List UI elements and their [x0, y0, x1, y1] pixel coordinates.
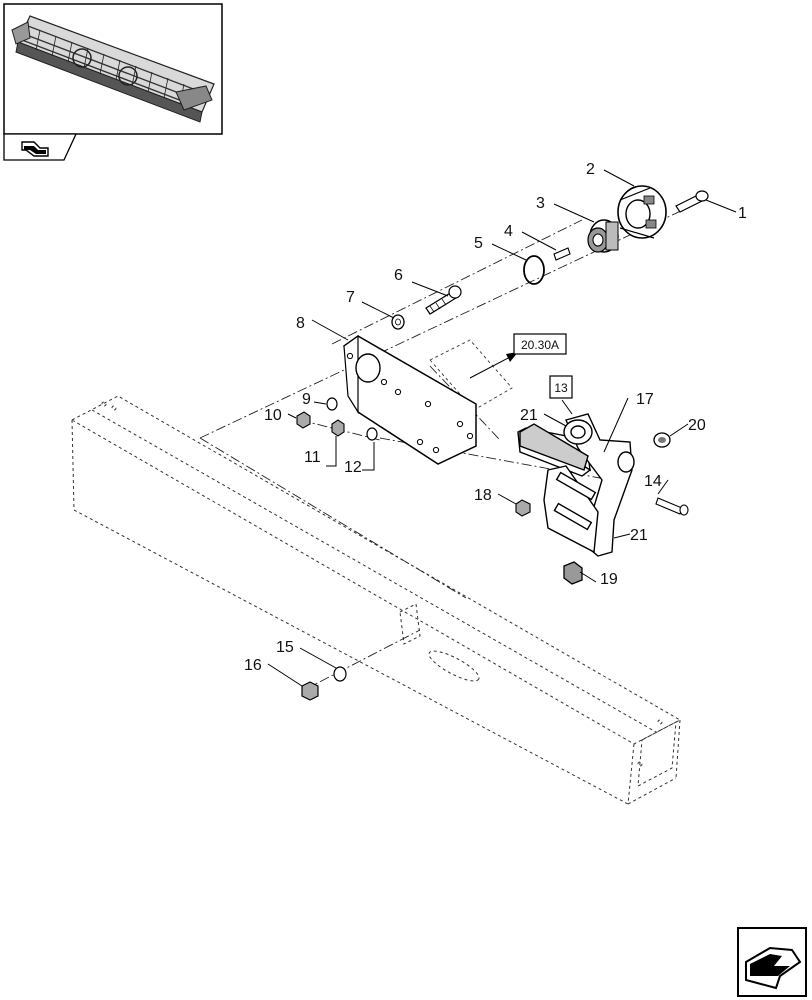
callout-1: 1 — [738, 205, 747, 222]
callout-12: 12 — [344, 459, 362, 476]
phantom-beam — [70, 395, 682, 805]
section-ref-box[interactable]: 20.30A — [513, 333, 567, 355]
callout-4: 4 — [504, 223, 513, 240]
callout-21-lower: 21 — [630, 527, 648, 544]
callout-21-upper: 21 — [520, 407, 538, 424]
callout-3: 3 — [536, 195, 545, 212]
part-10-nut — [296, 411, 311, 429]
section-ref-arrow — [469, 352, 518, 379]
part-14-bolt — [655, 497, 689, 516]
header-thumbnail-icon — [11, 15, 215, 123]
part-19-nut — [563, 561, 583, 585]
thumbnail-panel — [3, 3, 223, 135]
callout-8: 8 — [296, 315, 305, 332]
part-11-nut — [331, 419, 345, 437]
boxed-item-13-label: 13 — [554, 381, 568, 395]
part-5-snap-ring — [523, 255, 545, 285]
phantom-outline — [429, 339, 513, 411]
part-17-bracket — [517, 413, 635, 557]
part-8-mounting-plate — [343, 334, 477, 465]
part-20-cap-screw — [653, 432, 671, 448]
callout-16: 16 — [244, 657, 262, 674]
callout-6: 6 — [394, 267, 403, 284]
next-page-button[interactable] — [737, 927, 807, 997]
part-16-nut — [301, 681, 319, 701]
callout-20: 20 — [688, 417, 706, 434]
part-3-bearing — [587, 219, 619, 253]
callout-5: 5 — [474, 235, 483, 252]
callout-9: 9 — [302, 391, 311, 408]
part-15-washer — [333, 666, 347, 682]
callout-15: 15 — [276, 639, 294, 656]
callout-19: 19 — [600, 571, 618, 588]
section-ref-label: 20.30A — [521, 338, 559, 352]
prev-page-icon — [21, 141, 49, 157]
callout-10: 10 — [264, 407, 282, 424]
part-7-washer — [391, 314, 405, 330]
callout-14: 14 — [644, 473, 662, 490]
part-12-washer — [366, 427, 378, 441]
next-page-icon — [745, 946, 802, 990]
boxed-item-13[interactable]: 13 — [549, 375, 573, 399]
part-1-bolt — [675, 190, 709, 213]
callout-2: 2 — [586, 161, 595, 178]
callout-17: 17 — [636, 391, 654, 408]
prev-page-tab[interactable] — [3, 133, 78, 161]
part-4-screw — [553, 247, 571, 261]
part-6-bolt — [425, 285, 462, 315]
callouts: 1 2 3 4 5 6 7 8 9 10 11 12 14 15 16 17 1… — [244, 161, 747, 674]
callout-11: 11 — [304, 449, 321, 466]
callout-18: 18 — [474, 487, 492, 504]
part-2-cap — [617, 185, 667, 239]
part-9-washer — [326, 397, 338, 411]
callout-7: 7 — [346, 289, 355, 306]
part-18-nut — [515, 499, 531, 517]
